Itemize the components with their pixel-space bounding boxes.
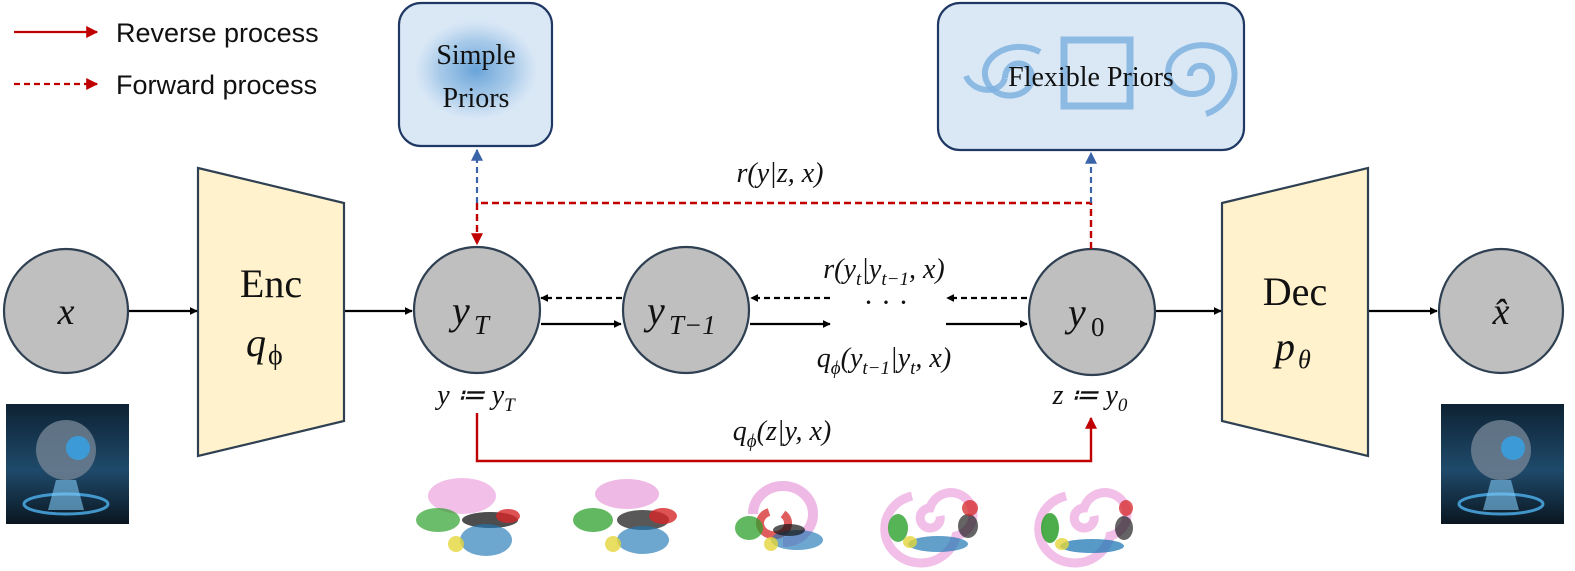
- svg-text:y: y: [643, 288, 665, 333]
- scatter-stage-5: [1034, 488, 1133, 568]
- svg-text:x̂: x̂: [1492, 291, 1510, 333]
- y-definition-label: y ≔ yT: [434, 380, 516, 416]
- decoder-block: Dec p θ: [1220, 166, 1370, 458]
- svg-text:T: T: [474, 310, 491, 340]
- legend-reverse-label: Reverse process: [116, 18, 319, 48]
- ellipsis: · · ·: [864, 286, 909, 319]
- flexible-priors-box: Flexible Priors: [936, 1, 1246, 152]
- gaussian-cloud-icon: [414, 20, 538, 120]
- scatter-stage-3: [735, 481, 823, 551]
- decoder-symbol: p: [1272, 324, 1295, 369]
- spiral-icon: [1165, 42, 1238, 117]
- q-bottom-label: qϕ(z|y, x): [733, 416, 831, 452]
- flow-arrows: [129, 307, 1438, 328]
- legend-forward-label: Forward process: [116, 70, 317, 100]
- encoder-symbol-sub: ϕ: [268, 340, 283, 371]
- svg-text:0: 0: [1091, 312, 1105, 342]
- scatter-stage-2: [573, 479, 677, 554]
- svg-text:y: y: [1064, 290, 1086, 335]
- flexible-priors-label: Flexible Priors: [1008, 62, 1174, 93]
- input-image: [6, 404, 129, 524]
- z-definition-label: z ≔ y0: [1052, 380, 1128, 416]
- scatter-stage-4: [880, 488, 978, 568]
- node-x-hat: x̂: [1437, 247, 1565, 375]
- decoder-symbol-sub: θ: [1298, 345, 1311, 374]
- output-image: [1441, 404, 1564, 524]
- swirl-icon: [963, 43, 1042, 99]
- simple-priors-label-line1: Simple: [436, 40, 515, 71]
- scatter-stage-1: [416, 478, 520, 556]
- encoder-block: Enc q ϕ: [196, 166, 346, 458]
- decoder-name: Dec: [1263, 269, 1327, 314]
- svg-text:x: x: [57, 291, 75, 333]
- svg-text:T−1: T−1: [669, 310, 716, 340]
- legend: Reverse process Forward process: [14, 18, 319, 100]
- simple-priors-box: Simple Priors: [397, 1, 554, 148]
- encoder-name: Enc: [240, 261, 302, 306]
- node-x: x: [2, 247, 130, 375]
- node-y-T: y T: [412, 245, 542, 375]
- svg-text:y: y: [448, 288, 470, 333]
- node-y-T-minus-1: y T−1: [621, 245, 751, 375]
- forward-process-link: [471, 201, 1093, 249]
- node-y-0: y 0: [1027, 247, 1157, 377]
- simple-priors-label-line2: Priors: [443, 83, 510, 114]
- square-icon: [1060, 36, 1134, 110]
- q-step-label: qϕ(yt−1|yt, x): [817, 343, 951, 379]
- r-top-label: r(y|z, x): [737, 158, 824, 189]
- r-step-label: r(yt|yt−1, x): [823, 254, 944, 290]
- encoder-symbol: q: [246, 320, 266, 365]
- reverse-process-link: [475, 413, 1097, 463]
